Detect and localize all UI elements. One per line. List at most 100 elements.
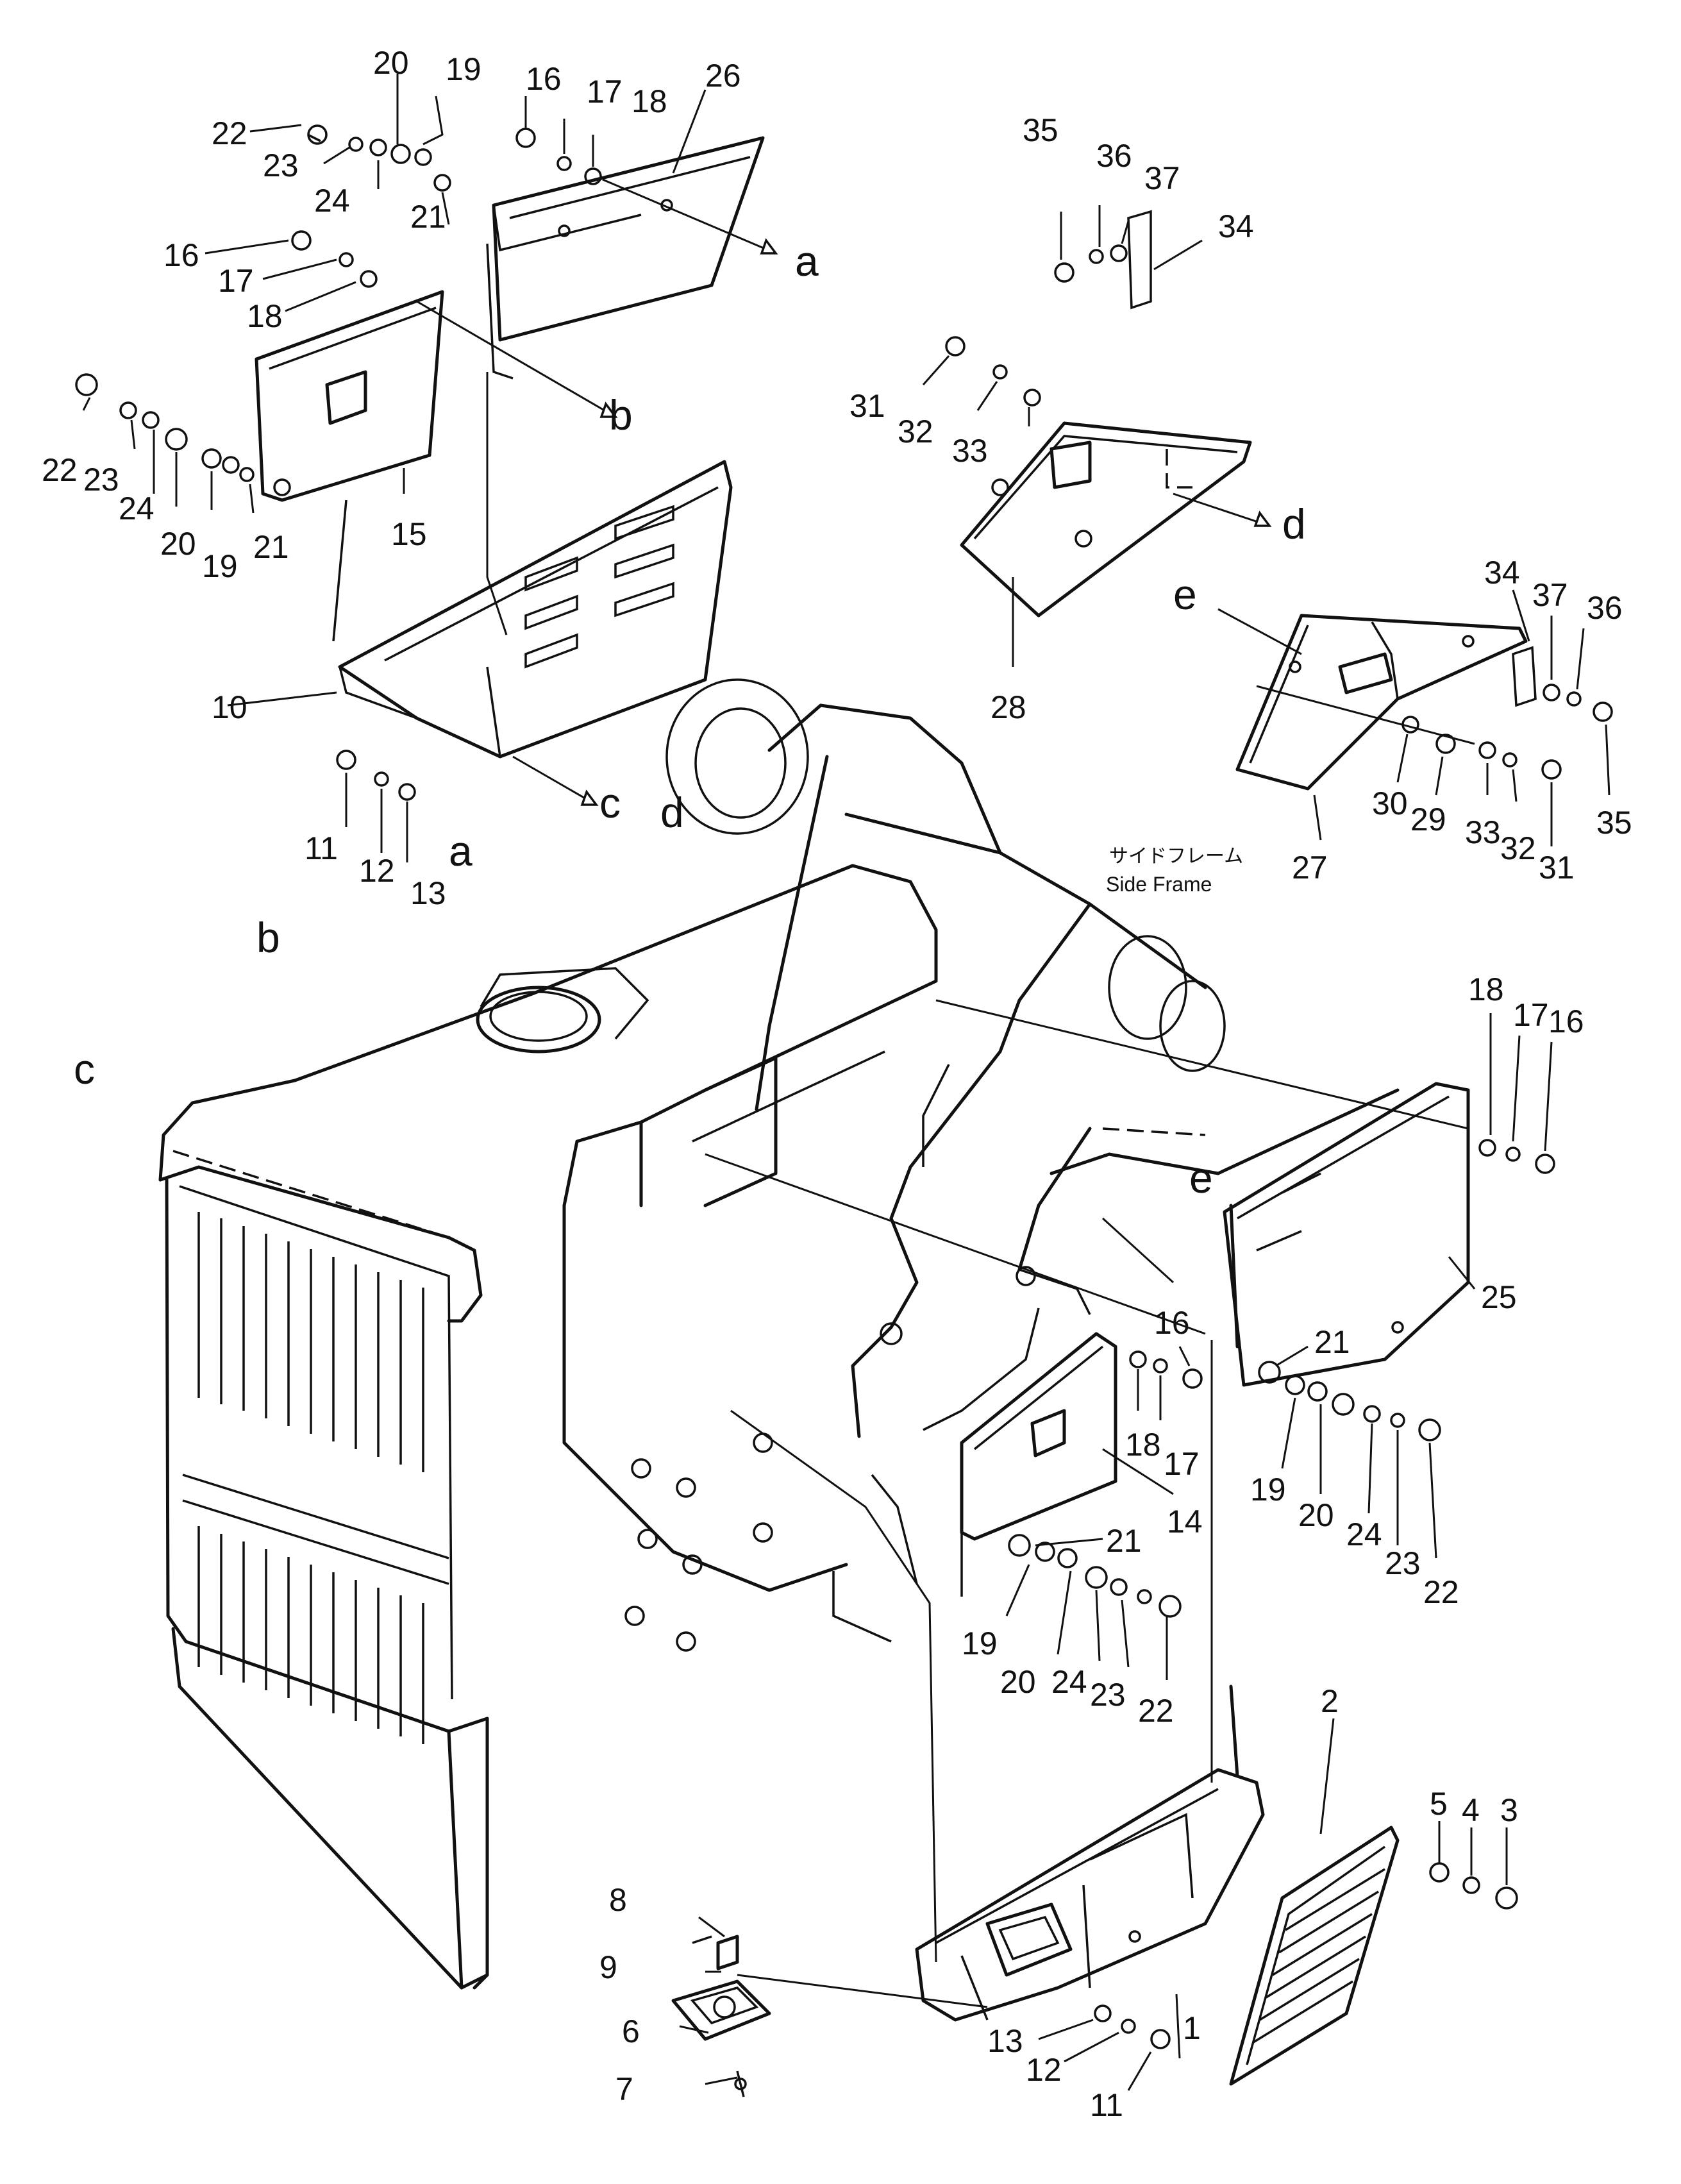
tray-vents (524, 505, 674, 669)
callout-29: 29 (1410, 802, 1446, 837)
ref-letter-e-hood: e (1189, 1154, 1213, 1202)
callout-15: 15 (391, 516, 427, 552)
callout-16: 16 (1548, 1004, 1584, 1039)
side-frame-label: サイドフレーム Side Frame (1106, 845, 1243, 896)
callout-20: 20 (373, 45, 409, 81)
callout-17: 17 (218, 263, 254, 299)
part-28-panel (960, 421, 1252, 617)
callout-31: 31 (849, 388, 885, 424)
leader-lines (82, 74, 1610, 2091)
callout-13: 13 (987, 2023, 1023, 2059)
callout-24: 24 (314, 183, 350, 219)
side-frame-label-en: Side Frame (1106, 873, 1212, 896)
fasteners (75, 124, 1613, 2049)
callout-37: 37 (1144, 160, 1180, 196)
callout-16: 16 (1154, 1305, 1190, 1341)
callout-22: 22 (212, 115, 247, 151)
callout-12: 12 (1026, 2052, 1062, 2088)
callout-20: 20 (160, 526, 196, 562)
ref-letter-b-top: b (609, 391, 633, 439)
ref-letter-d-top: d (1282, 500, 1306, 548)
callout-10: 10 (212, 689, 247, 725)
callout-21: 21 (253, 529, 289, 565)
ref-letter-c-top: c (599, 779, 621, 827)
callout-3: 3 (1500, 1792, 1518, 1828)
callout-17: 17 (1164, 1446, 1200, 1482)
hood-side-bolts (624, 1432, 773, 1652)
callout-12: 12 (359, 853, 395, 889)
ref-letter-d-hood: d (660, 789, 684, 836)
part-1-compartment (915, 1684, 1265, 2022)
callout-14: 14 (1167, 1504, 1203, 1540)
callout-36: 36 (1587, 590, 1623, 626)
callout-28: 28 (991, 689, 1026, 725)
callout-21: 21 (410, 199, 446, 235)
callout-19: 19 (1250, 1472, 1286, 1508)
ref-letter-a-top: a (795, 237, 819, 285)
callout-22: 22 (1423, 1574, 1459, 1610)
callout-18: 18 (631, 83, 667, 119)
callout-13: 13 (410, 875, 446, 911)
grille-slats (1253, 1868, 1385, 2044)
callout-1: 1 (1183, 2010, 1201, 2046)
callout-24: 24 (1051, 1664, 1087, 1700)
callout-7: 7 (615, 2071, 633, 2107)
engine-hood (158, 864, 938, 1990)
part-27-panel (1235, 614, 1528, 791)
callout-16: 16 (163, 237, 199, 273)
callout-25: 25 (1481, 1279, 1517, 1315)
reference-letters: a b c d e a d b c e (74, 237, 1306, 1202)
callout-32: 32 (1500, 830, 1536, 866)
callout-31: 31 (1539, 850, 1575, 886)
callout-23: 23 (1385, 1545, 1421, 1581)
callout-24: 24 (119, 491, 155, 526)
callout-16: 16 (526, 61, 562, 97)
callout-17: 17 (587, 74, 623, 110)
callout-35: 35 (1596, 805, 1632, 841)
ref-letter-e-top: e (1173, 571, 1197, 618)
callout-26: 26 (705, 58, 741, 94)
callout-35: 35 (1023, 112, 1058, 148)
ref-letter-c-hood: c (74, 1045, 95, 1093)
side-frame (665, 678, 1226, 1643)
callout-24: 24 (1346, 1516, 1382, 1552)
callout-23: 23 (83, 462, 119, 498)
callout-21: 21 (1106, 1523, 1142, 1559)
callout-37: 37 (1532, 577, 1568, 613)
ref-letter-b-hood: b (256, 914, 280, 961)
grille-louvres-upper (197, 1212, 424, 1472)
callout-27: 27 (1292, 850, 1328, 886)
callout-8: 8 (609, 1882, 627, 1918)
part-15-panel (255, 290, 444, 502)
callout-23: 23 (1090, 1677, 1126, 1713)
callout-19: 19 (202, 548, 238, 584)
exhaust-opening (476, 967, 649, 1054)
part-14-door (960, 1332, 1117, 1597)
callout-20: 20 (1298, 1497, 1334, 1533)
callout-11: 11 (1090, 2087, 1123, 2123)
callout-11: 11 (305, 830, 338, 866)
callout-22: 22 (42, 452, 78, 488)
callout-30: 30 (1372, 785, 1408, 821)
callout-9: 9 (599, 1949, 617, 1985)
callout-18: 18 (1468, 971, 1504, 1007)
callout-21: 21 (1314, 1324, 1350, 1360)
ref-letter-a-hood: a (449, 827, 473, 875)
callout-36: 36 (1096, 138, 1132, 174)
part-26-panel (486, 136, 765, 380)
callout-18: 18 (247, 298, 283, 334)
callout-33: 33 (952, 433, 988, 469)
callout-6: 6 (622, 2013, 640, 2049)
part-2-grille (1229, 1826, 1400, 2086)
callout-19: 19 (446, 51, 481, 87)
callout-22: 22 (1138, 1693, 1174, 1729)
callout-34: 34 (1218, 208, 1254, 244)
callout-5: 5 (1430, 1786, 1448, 1822)
latch-parts (671, 1935, 771, 2097)
callout-4: 4 (1462, 1792, 1480, 1828)
part-25-panel (1050, 1082, 1470, 1387)
part-10-tray (332, 460, 733, 759)
callout-34: 34 (1484, 555, 1520, 591)
callout-17: 17 (1513, 997, 1549, 1033)
